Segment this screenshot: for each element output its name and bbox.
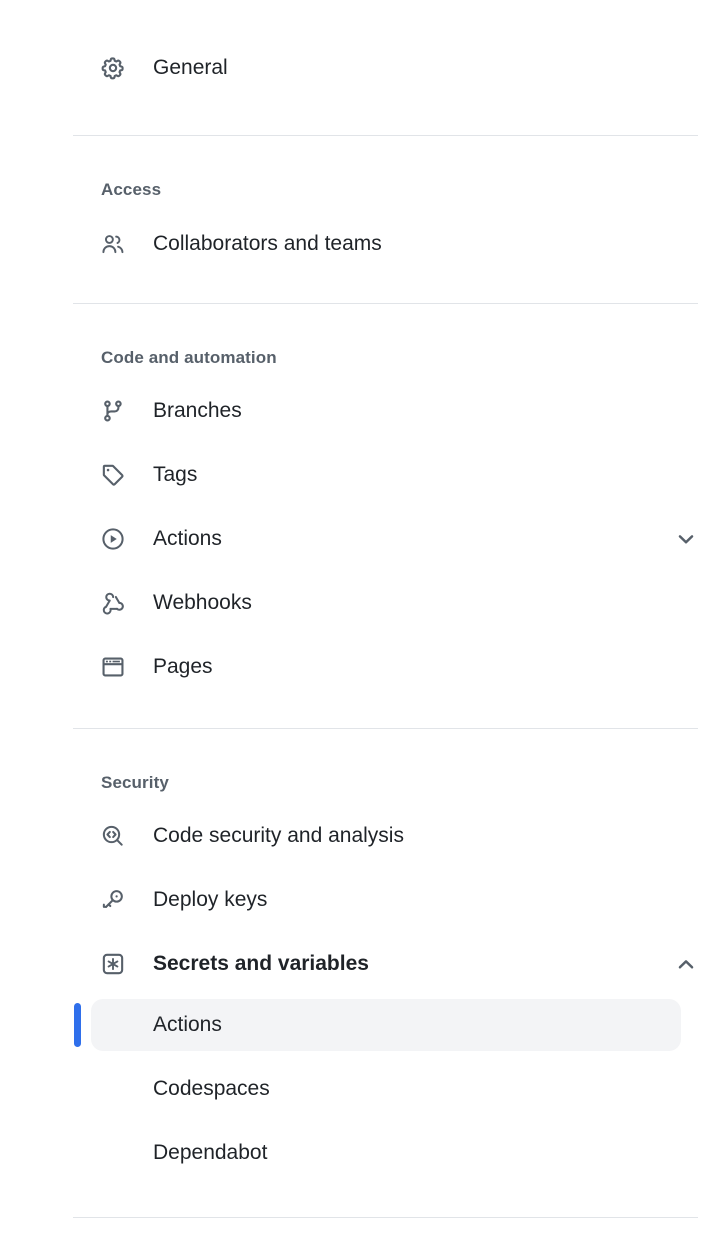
sidebar-group-code-and-automation: Code and automation Branches T — [0, 304, 724, 690]
sidebar-divider — [73, 728, 698, 729]
sidebar-divider — [73, 1217, 698, 1218]
sidebar-item-collaborators-and-teams[interactable]: Collaborators and teams — [0, 221, 724, 267]
webhook-icon — [101, 591, 125, 615]
sidebar-subitem-codespaces[interactable]: Codespaces — [91, 1063, 681, 1115]
sidebar-item-label: Deploy keys — [153, 888, 268, 912]
sidebar-divider — [73, 303, 698, 304]
gear-icon — [101, 56, 125, 80]
sidebar-group-security: Security Code security and analysis — [0, 729, 724, 1179]
code-search-icon — [101, 824, 125, 848]
sidebar-group-title-security: Security — [101, 773, 169, 792]
browser-window-icon — [101, 655, 125, 679]
sidebar-group-title-access: Access — [101, 180, 162, 199]
sidebar-item-label: Secrets and variables — [153, 952, 369, 976]
sidebar-item-label: Webhooks — [153, 591, 252, 615]
sidebar-item-label: Collaborators and teams — [153, 232, 382, 256]
sidebar-subitem-actions[interactable]: Actions — [74, 999, 681, 1051]
sidebar-divider — [73, 135, 698, 136]
sidebar-item-label: Branches — [153, 399, 242, 423]
sidebar-group-access: Access Collaborators and teams — [0, 136, 724, 267]
chevron-down-icon[interactable] — [674, 527, 698, 551]
asterisk-square-icon — [101, 952, 125, 976]
sidebar-subitem-label: Dependabot — [153, 1141, 268, 1164]
sidebar-item-label: General — [153, 56, 228, 80]
sidebar-group-top: General — [0, 0, 724, 91]
sidebar-item-label: Pages — [153, 655, 213, 679]
sidebar-item-secrets-and-variables[interactable]: Secrets and variables — [0, 941, 724, 987]
sidebar-item-code-security-and-analysis[interactable]: Code security and analysis — [0, 813, 724, 859]
sidebar-group-title-code-and-automation: Code and automation — [101, 348, 277, 367]
chevron-up-icon[interactable] — [674, 952, 698, 976]
people-icon — [101, 232, 125, 256]
sidebar-item-label: Actions — [153, 527, 222, 551]
tag-icon — [101, 463, 125, 487]
sidebar-item-webhooks[interactable]: Webhooks — [0, 580, 724, 626]
sidebar-item-branches[interactable]: Branches — [0, 388, 724, 434]
sidebar-item-tags[interactable]: Tags — [0, 452, 724, 498]
sidebar-subitem-dependabot[interactable]: Dependabot — [91, 1127, 681, 1179]
sidebar-item-pages[interactable]: Pages — [0, 644, 724, 690]
sidebar-item-actions[interactable]: Actions — [0, 516, 724, 562]
sidebar-subitem-label: Actions — [153, 1013, 222, 1036]
sidebar-subitem-label: Codespaces — [153, 1077, 270, 1100]
sidebar-item-label: Code security and analysis — [153, 824, 404, 848]
sidebar-item-deploy-keys[interactable]: Deploy keys — [0, 877, 724, 923]
sidebar-item-label: Tags — [153, 463, 198, 487]
key-icon — [101, 888, 125, 912]
selected-accent-bar — [74, 1003, 81, 1047]
sidebar-item-general[interactable]: General — [0, 45, 724, 91]
play-circle-icon — [101, 527, 125, 551]
git-branch-icon — [101, 399, 125, 423]
